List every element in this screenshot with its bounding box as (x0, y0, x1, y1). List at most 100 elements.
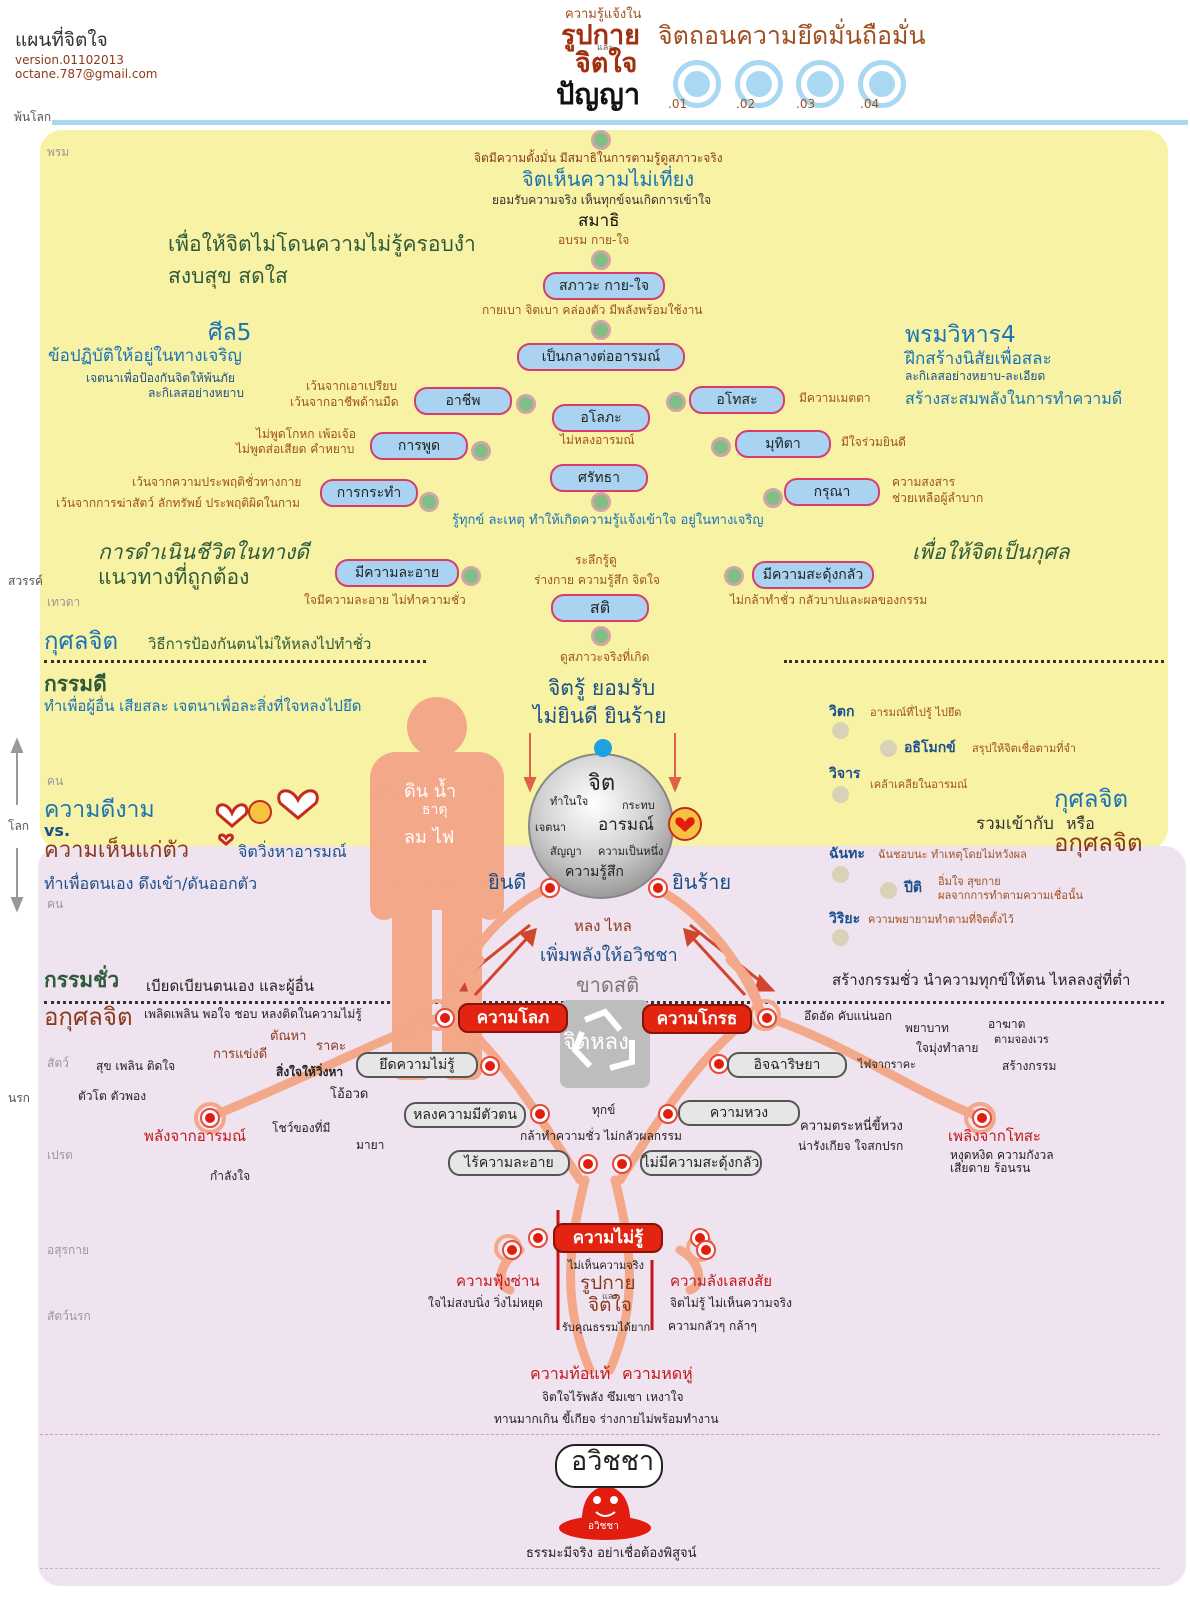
text-ill-will: พยาบาท (905, 1021, 949, 1035)
text-combine: รวมเข้ากับ (976, 814, 1054, 834)
level-ring-4 (858, 60, 906, 108)
node-dot (419, 492, 439, 512)
divider-awicha (40, 1434, 1160, 1435)
body-element: ธาตุ (422, 802, 448, 818)
realm-khon-1: คน (47, 774, 64, 788)
node-tan-dot (832, 722, 849, 739)
pill-cling-ignorance: ยึดความไม่รู้ (356, 1052, 478, 1078)
text-disgusting: น่ารังเกียจ ใจสกปรก (798, 1139, 904, 1153)
label-like: ยินดี (488, 870, 527, 894)
node-dot (591, 626, 611, 646)
top-band-line (52, 120, 1188, 125)
mind-label: จิต (588, 771, 616, 796)
text-infatuation: หลง ไหล (574, 917, 632, 935)
pill-fearless: ไม่มีความสะดุ้งกลัว (640, 1150, 762, 1176)
text-discourage-sub1: จิตใจไร้พลัง ซึมเซา เหงาใจ (542, 1390, 684, 1404)
text-doubt-sub1: จิตไม่รู้ ไม่เห็นความจริง (670, 1296, 792, 1310)
node-dot (711, 437, 731, 457)
text-vitakka-sub: อารมณ์ที่ไปรู้ ไปยึด (870, 706, 962, 719)
text-discourage-sub2: ทานมากเกิน ขี้เกียจ ร่างกายไม่พร้อมทำงาน (494, 1412, 719, 1426)
node-tan-dot (880, 882, 897, 899)
pill-faith: ศรัทธา (550, 464, 648, 492)
subtitle-top: ความรู้แจ้งใน (565, 7, 642, 22)
heading-good-life: การดำเนินชีวิตในทางดี (98, 540, 309, 564)
pill-speech: การพูด (370, 432, 468, 460)
heading-goal-2: สงบสุข สดใส (168, 264, 288, 288)
label-samathi: สมาธิ (578, 211, 620, 231)
node-red-dot (696, 1240, 716, 1260)
mind-emotion: อารมณ์ (598, 815, 654, 835)
subtitle-jitjai: จิตใจ (575, 48, 638, 79)
label-chanda: ฉันทะ (829, 846, 865, 862)
recycle-icon (571, 1008, 635, 1071)
realm-pret: เปรต (47, 1148, 73, 1162)
text-speech-2: ไม่พูดส่อเสียด คำหยาบ (236, 442, 355, 456)
realm-lok: โลก (8, 819, 30, 833)
text-brahma-1: ฝึกสร้างนิสัยเพื่อสละ (905, 349, 1052, 369)
text-good-karma-sub: ทำเพื่อผู้อื่น เสียสละ เจตนาเพื่อละสิ่งท… (44, 697, 362, 715)
text-create-karma: สร้างกรรม (1002, 1059, 1057, 1073)
node-tan-dot (832, 786, 849, 803)
mind-sphere-top-dot (594, 739, 612, 757)
subtitle-lae: และ (597, 43, 614, 53)
text-samathi-desc: จิตมีความตั้งมั่น มีสมาธิในการตามรู้ดูสภ… (474, 151, 723, 165)
text-action-1: เว้นจากความประพฤติชั่วทางกาย (132, 475, 302, 489)
node-red-dot (530, 1104, 550, 1124)
mascot-label: อวิชชา (588, 1521, 619, 1532)
node-dot (666, 392, 686, 412)
text-destroy: ใจมุ่งทำลาย (916, 1041, 979, 1055)
node-dot (471, 441, 491, 461)
text-karuna-1: ความสงสาร (892, 475, 956, 489)
realm-sawan: สวรรค์ (8, 574, 43, 588)
text-sila-1: ข้อปฏิบัติให้อยู่ในทางเจริญ (48, 346, 242, 366)
pill-karuna: กรุณา (784, 478, 880, 506)
node-dot (516, 394, 536, 414)
node-dot (724, 566, 744, 586)
email-label: octane.787@gmail.com (15, 67, 158, 81)
text-sati-1: ระลึกรู้ดู (575, 553, 617, 567)
text-vicara-sub: เคล้าเคลียในอารมณ์ (870, 778, 968, 791)
pill-action: การกระทำ (320, 479, 418, 507)
text-sila-3: ละกิเลสอย่างหยาบ (148, 386, 244, 400)
text-impermanence: จิตเห็นความไม่เที่ยง (522, 167, 695, 191)
text-suffering: ทุกข์ (592, 1103, 616, 1117)
realm-phrom: พรม (47, 145, 70, 159)
node-red-dot (612, 1154, 632, 1174)
pill-greed: ความโลภ (458, 1003, 568, 1033)
footer-text: ธรรมะมีจริง อย่าเชื่อต้องพิสูจน์ (526, 1546, 697, 1561)
text-achip-2: เว้นจากอาชีพด้านมืด (290, 395, 399, 409)
label-vitakka: วิตก (829, 704, 855, 720)
pill-hiri: มีความละอาย (335, 559, 459, 587)
node-dot (591, 320, 611, 340)
text-raga: ราคะ (316, 1039, 346, 1054)
pill-shameless: ไร้ความละอาย (448, 1150, 570, 1176)
text-stingy: ความตระหนี่ขี้หวง (800, 1119, 903, 1134)
app-title: แผนที่จิตใจ (15, 29, 108, 51)
heading-good-karma: กรรมดี (44, 672, 107, 696)
node-tan-dot (832, 929, 849, 946)
heading-avijja: อวิชชา (571, 1446, 655, 1477)
pill-adosa: อโทสะ (689, 386, 785, 414)
text-revenge: ตามจองเวร (994, 1033, 1049, 1046)
text-accept-truth: ยอมรับความจริง เห็นทุกข์จนเกิดการเข้าใจ (492, 193, 712, 207)
text-chanda-sub: ฉันชอบนะ ทำเหตุโดยไม่หวังผล (878, 848, 1027, 861)
realm-narok: นรก (8, 1091, 30, 1105)
text-showoff: โชว์ของที่มี (272, 1121, 331, 1135)
mind-attention: ทำในใจ (550, 795, 589, 808)
node-red-dot (757, 1008, 777, 1028)
pill-sapawa: สภาวะ กาย-ใจ (543, 272, 665, 300)
heading-kusala: กุศลจิต (44, 627, 119, 655)
node-dot (763, 488, 783, 508)
pill-ottappa: มีความสะดุ้งกลัว (752, 561, 874, 589)
node-tan-dot (832, 866, 849, 883)
arrows-into-mind (523, 733, 682, 793)
text-mind: จิตใจ (588, 1294, 632, 1316)
heading-anger-fire: เพลิงจากโทสะ (948, 1127, 1041, 1145)
text-or: หรือ (1066, 814, 1095, 833)
human-figure (370, 697, 504, 1080)
level-ring-1 (673, 60, 721, 108)
text-sati-2: ร่างกาย ความรู้สึก จิตใจ (534, 573, 660, 587)
pill-self-delusion: หลงความมีตัวตน (404, 1102, 526, 1128)
text-irritation: หงุดหงิด ความกังวล (950, 1148, 1054, 1162)
text-grudge: อาฆาต (988, 1017, 1026, 1031)
